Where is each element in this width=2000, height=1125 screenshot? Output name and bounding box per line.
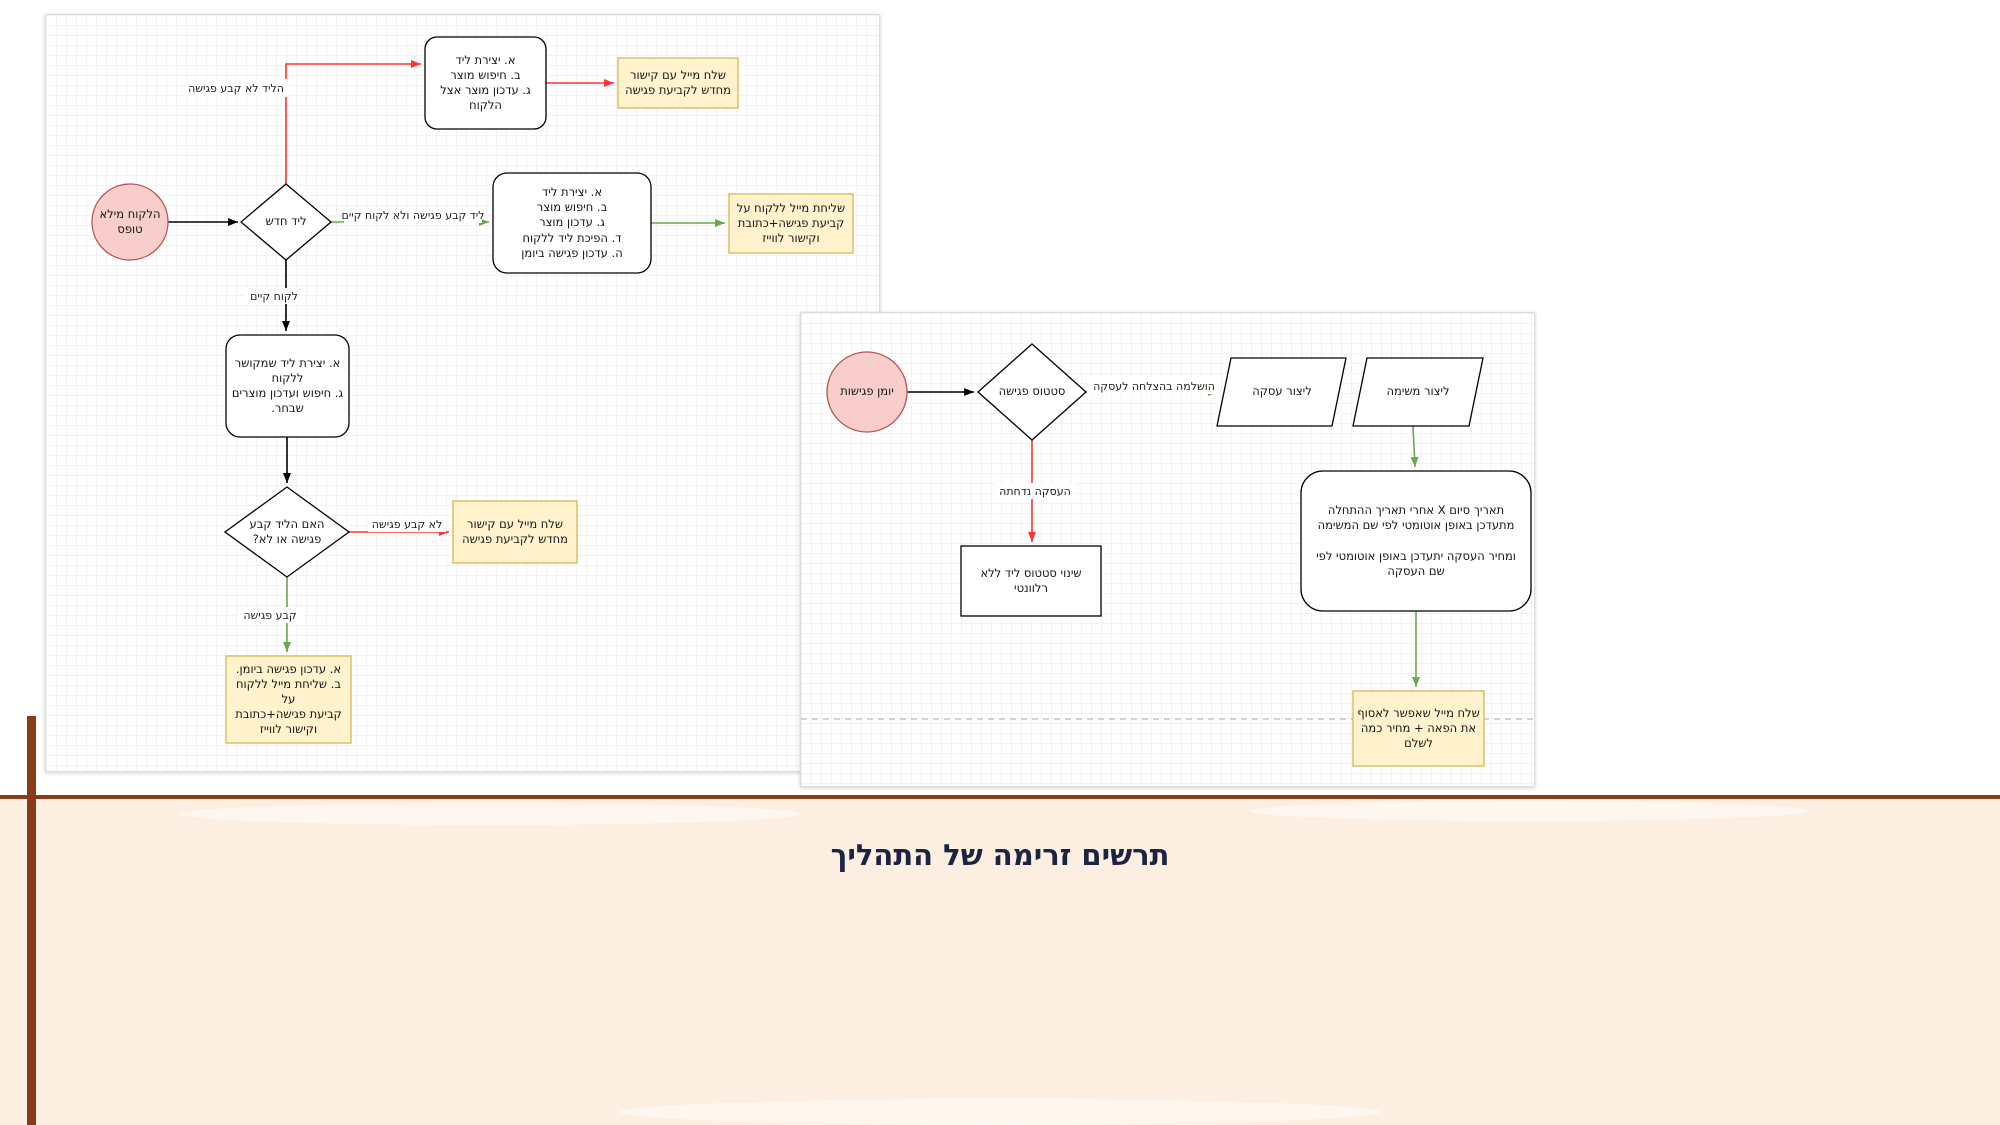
process-existing-customer-box — [225, 334, 350, 438]
decision-status-diamond — [977, 343, 1087, 441]
wave-decoration — [620, 1099, 1380, 1125]
decision-meeting-set-label: האם הליד קבע פגישה או לא? — [249, 516, 325, 546]
create-task-parallelogram — [1352, 357, 1484, 427]
note-update-calendar-box — [225, 655, 352, 744]
edge-existing-customer-label: לקוח קיים — [244, 288, 304, 304]
edge-rejected-label: העסקה נדחתה — [995, 483, 1075, 499]
process-new-meeting-box — [492, 172, 652, 274]
note-resend-link-top-box — [617, 57, 739, 109]
edge-no-meeting-top-label: הליד לא קבע פגישה — [185, 79, 287, 97]
edge-meeting-set-label: קבע פגישה — [238, 607, 302, 623]
edge-no-meeting-bottom-label: לא קבע פגישה — [368, 516, 446, 532]
note-pickup-mail-box — [1352, 690, 1485, 767]
start-circle — [91, 183, 169, 261]
wave-decoration — [1250, 801, 1810, 821]
flowchart-left-svg — [91, 36, 854, 744]
create-deal-parallelogram — [1216, 357, 1347, 427]
note-update-calendar-label: א. עדכון פגישה ביומן. ב. שליחת מייל ללקו… — [235, 661, 342, 737]
calendar-start-circle — [826, 351, 908, 433]
caption: תרשים זרימה של התהליך — [830, 838, 1170, 872]
decision-status-label: סטטוס פגישה — [998, 384, 1066, 399]
footer-band — [0, 799, 2000, 1125]
edge-completed-label: הושלמה בהצלחה לעסקה — [1087, 378, 1221, 394]
note-resend-link-bottom-label: שלח מייל עם קישור מחדש לקביעת פגישה — [462, 516, 568, 546]
decision-new-lead-label: ליד חדש — [265, 214, 307, 229]
flowchart-right-svg — [801, 343, 1534, 767]
process-existing-customer-label: א. יצירת ליד שמקושר ללקוח ג. חיפוש ועדכו… — [231, 355, 344, 416]
start-node-label: הלקוח מילא טופס — [99, 206, 161, 236]
flowchart-image-right[interactable]: יומן פגישות סטטוס פגישה הושלמה בהצלחה לע… — [800, 312, 1535, 787]
edge-task-to-auto-update — [1410, 425, 1419, 468]
process-auto-update-label: תאריך סיום X אחרי תאריך ההתחלה מתעדכן בא… — [1316, 503, 1516, 578]
note-resend-link-top-label: שלח מייל עם קישור מחדש לקביעת פגישה — [625, 67, 731, 97]
note-resend-link-bottom-box — [452, 500, 578, 564]
create-deal-label: ליצור עסקה — [1252, 384, 1312, 399]
calendar-start-label: יומן פגישות — [840, 384, 894, 399]
note-meeting-mail-label: שליחת מייל ללקוח על קביעת פגישה+כתובת וק… — [736, 200, 846, 246]
flowchart-image-left[interactable]: הלקוח מילא טופס ליד חדש הליד לא קבע פגיש… — [45, 14, 880, 772]
edge-meeting-new-customer-label: ליד קבע פגישה ולא לקוח קיים — [341, 208, 485, 223]
wave-decoration — [180, 803, 800, 825]
process-auto-update-box — [1300, 470, 1532, 612]
process-status-change-label: שינוי סטטוס ליד ללא רלוונטי — [980, 565, 1082, 595]
decision-new-lead-diamond — [239, 183, 333, 261]
process-new-meeting-label: א. יצירת ליד ב. חיפוש מוצר ג. עדכון מוצר… — [521, 185, 623, 260]
edge-no-meeting-top — [285, 60, 421, 184]
note-meeting-mail-box — [728, 193, 854, 254]
note-pickup-mail-label: שלח מייל שאפשר לאסוף את הפאה + מחיר כמה … — [1357, 705, 1480, 751]
process-status-change-box — [960, 545, 1102, 617]
process-new-no-meeting-label: א. יצירת ליד ב. חיפוש מוצר ג. עדכון מוצר… — [440, 52, 531, 113]
decision-meeting-set-diamond — [223, 486, 351, 578]
create-task-label: ליצור משימה — [1386, 384, 1450, 399]
left-accent-bar — [27, 716, 36, 1125]
process-new-no-meeting-box — [424, 36, 547, 130]
divider-line — [0, 795, 2000, 799]
